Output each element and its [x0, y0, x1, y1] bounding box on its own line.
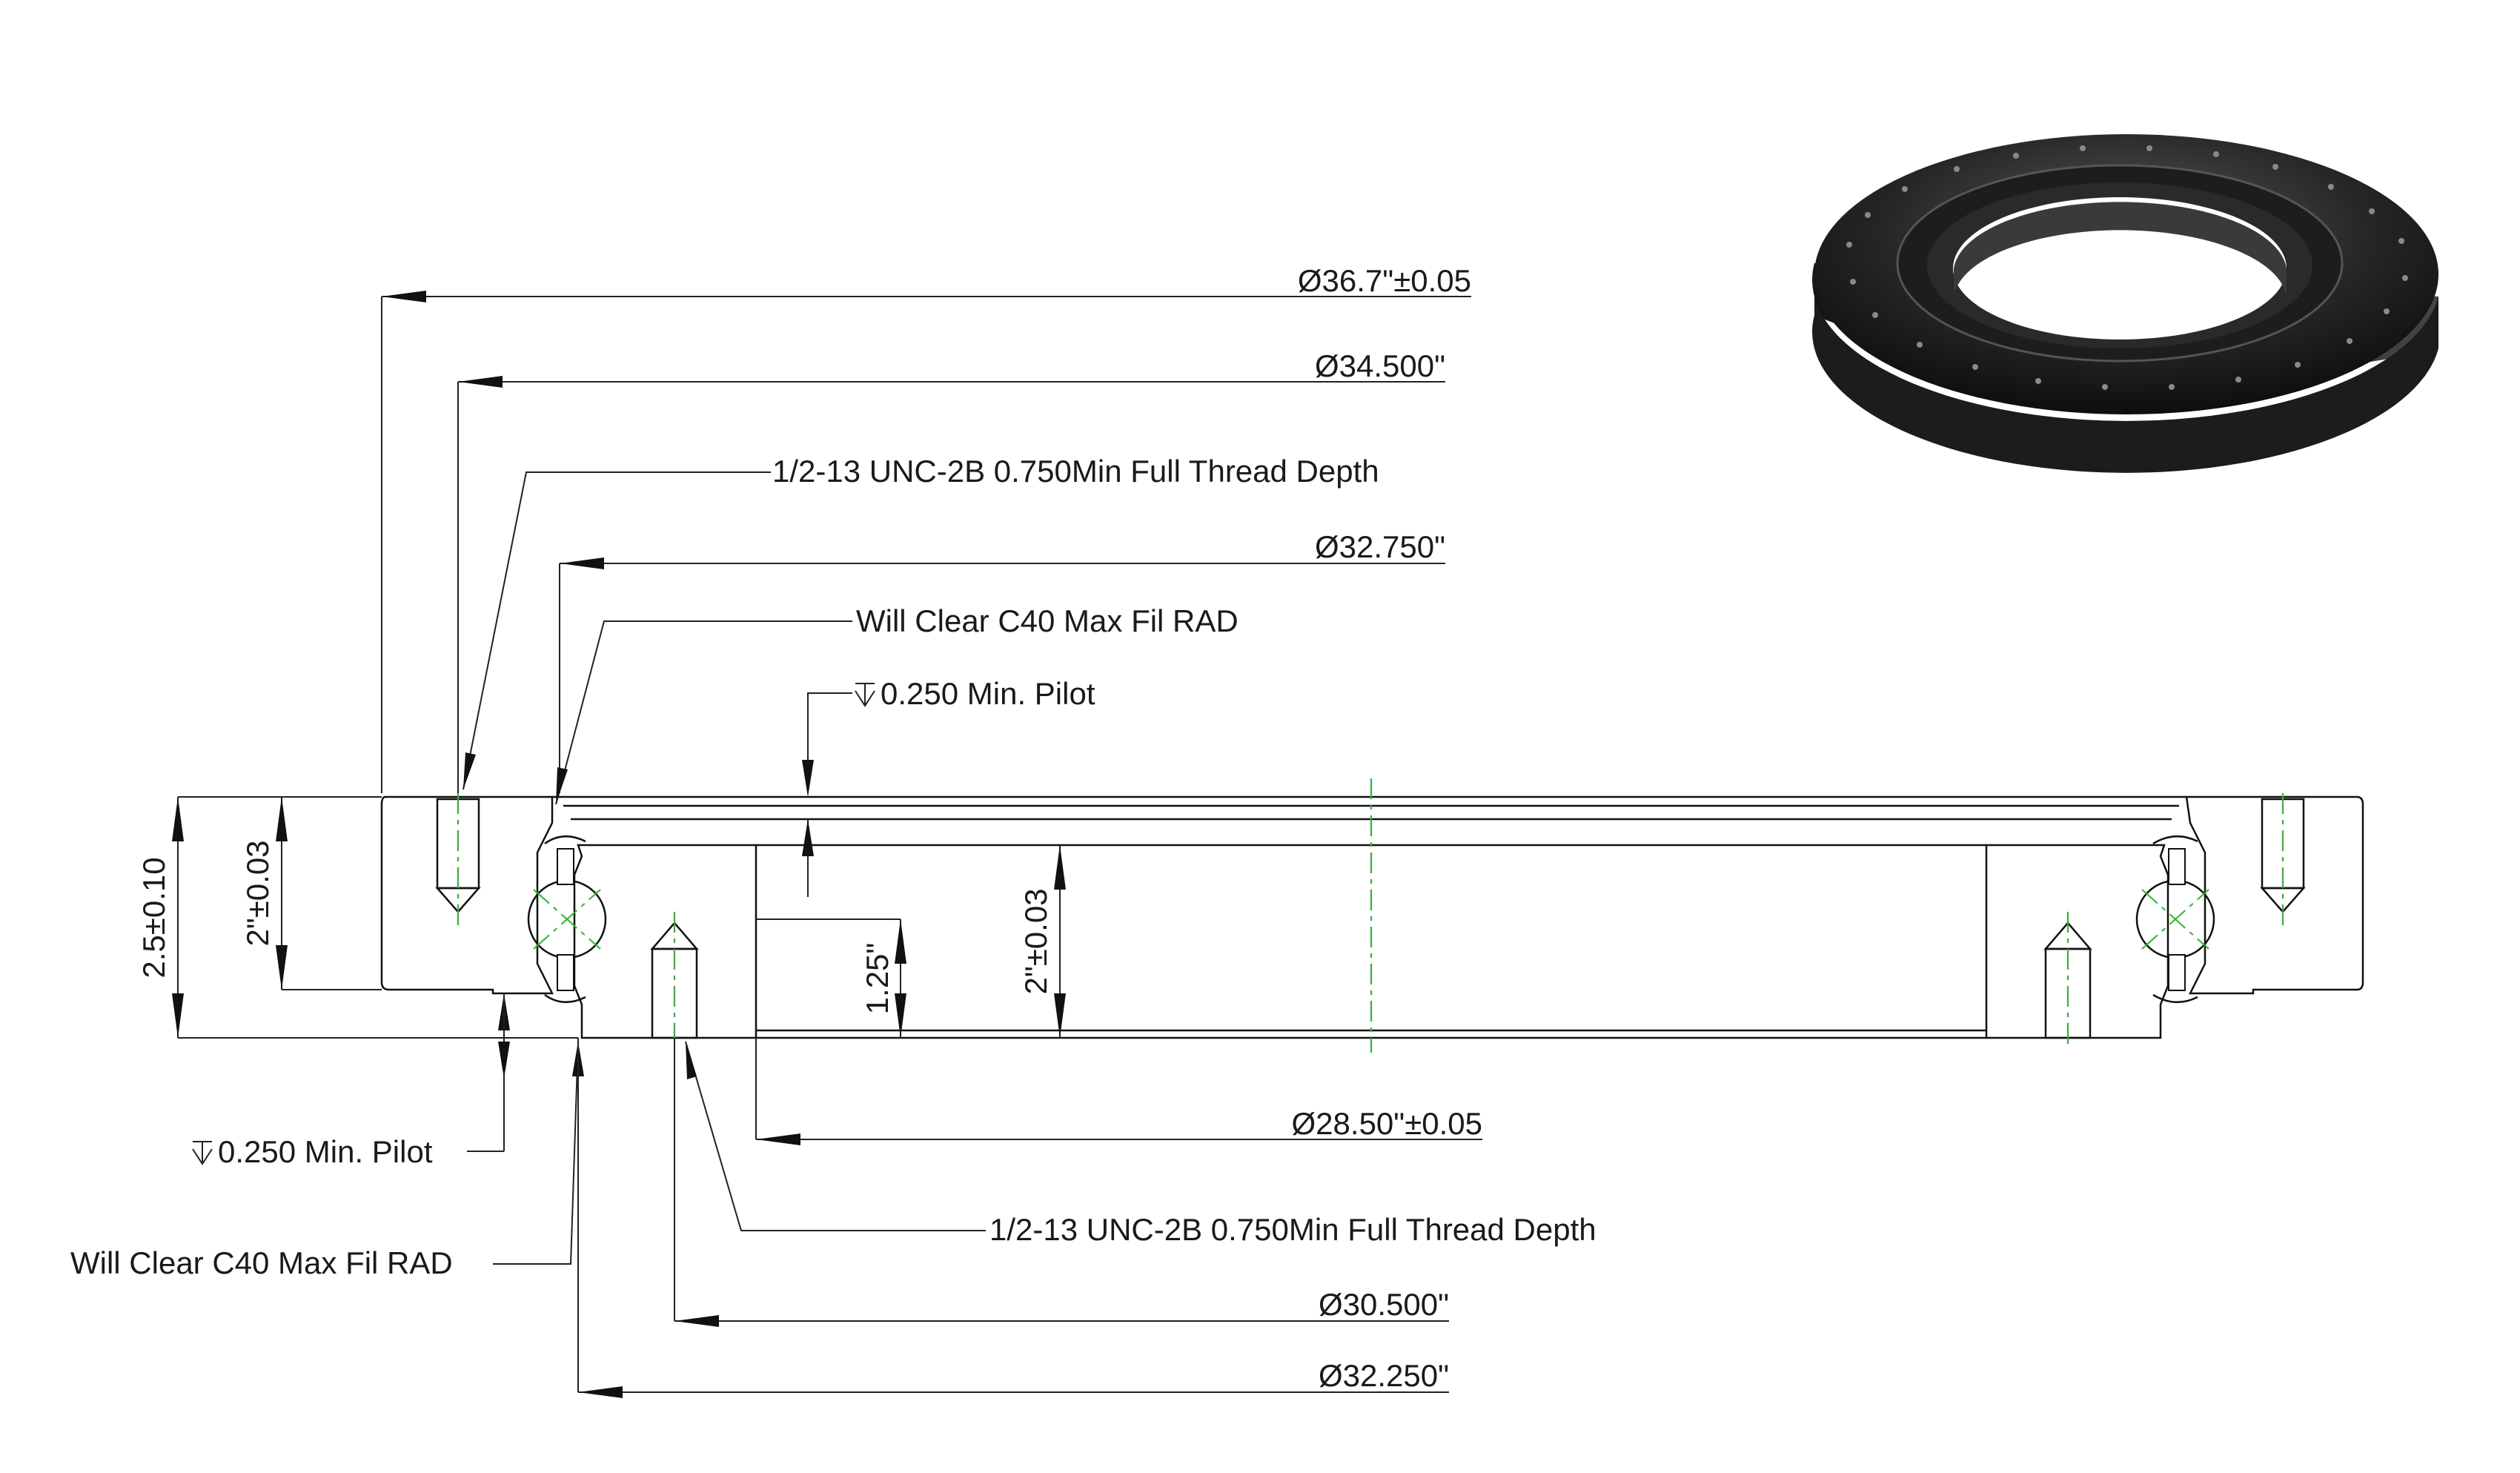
pilot-bottom-label: 0.250 Min. Pilot [218, 1134, 433, 1169]
outer-diameter-label: Ø36.7"±0.05 [1298, 263, 1471, 298]
outer-ring-bore-label: Ø32.750" [1315, 529, 1445, 564]
clear-bottom-label: Will Clear C40 Max Fil RAD [70, 1245, 453, 1280]
bearing-section-view [380, 778, 2364, 1053]
outer-ring-right-section [2185, 795, 2364, 995]
outer-ring-left-section [380, 795, 554, 995]
depth-symbol-icon [192, 1141, 213, 1165]
inner-bolt-circle-label: Ø30.500" [1319, 1287, 1449, 1322]
height-inner-label: 2"±0.03 [1018, 888, 1053, 994]
clear-top-label: Will Clear C40 Max Fil RAD [856, 603, 1239, 638]
pilot-top-label: 0.250 Min. Pilot [881, 676, 1095, 711]
height-outer-label: 2"±0.03 [240, 840, 275, 946]
pilot-top-callout: 0.250 Min. Pilot [855, 676, 1095, 711]
depth-symbol-icon [855, 683, 875, 707]
inner-bore-label: Ø28.50"±0.05 [1292, 1106, 1482, 1141]
inner-ring-right-section [1985, 844, 2169, 1039]
pilot-bottom-callout: 0.250 Min. Pilot [192, 1134, 433, 1169]
inner-ring-od-label: Ø32.250" [1319, 1358, 1449, 1393]
dimension-lines [172, 291, 1482, 1398]
pilot-height-label: 1.25" [860, 943, 895, 1015]
inner-ring-left-section [573, 844, 757, 1039]
thread-bottom-label: 1/2-13 UNC-2B 0.750Min Full Thread Depth [989, 1212, 1596, 1247]
thread-top-label: 1/2-13 UNC-2B 0.750Min Full Thread Depth [772, 454, 1379, 489]
height-total-label: 2.5±0.10 [136, 857, 171, 978]
bearing-render-icon [1812, 134, 2438, 473]
outer-bolt-circle-label: Ø34.500" [1315, 348, 1445, 383]
